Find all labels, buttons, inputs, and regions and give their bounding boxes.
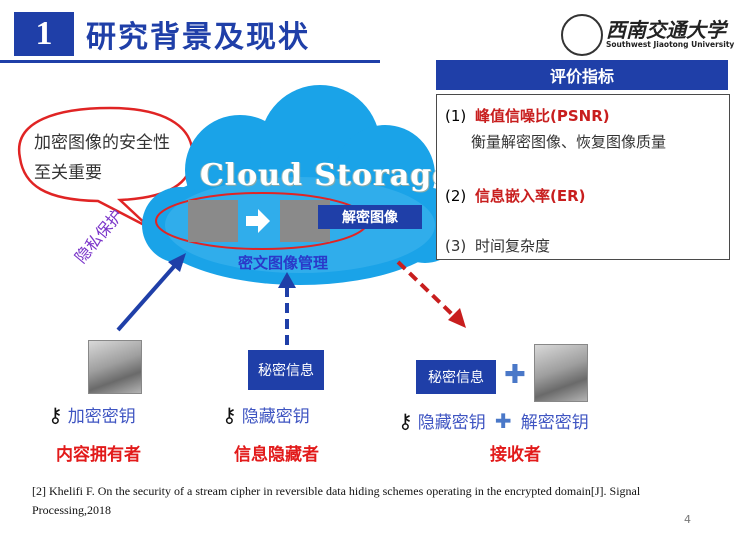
metric-index: (3) [445, 237, 467, 255]
university-logo-subtitle: Southwest Jiaotong University [606, 40, 735, 49]
slide-title: 研究背景及现状 [86, 20, 310, 55]
receiver-secret-info-box: 秘密信息 [416, 360, 496, 394]
metrics-heading: 评价指标 [436, 60, 728, 90]
cipher-image-management-label: 密文图像管理 [238, 254, 329, 272]
hiding-key-label: 隐藏密钥 [241, 407, 310, 427]
role-data-hider: 信息隐藏者 [234, 445, 319, 465]
reference-citation: [2] Khelifi F. On the security of a stre… [32, 484, 641, 517]
header-divider [0, 60, 380, 63]
key-icon: ⚷ [48, 403, 63, 427]
receiver-decryption-key-label: 解密密钥 [520, 413, 589, 433]
key-icon: ⚷ [398, 409, 413, 433]
secret-info-box: 秘密信息 [248, 350, 324, 390]
metric-complexity-label: 时间复杂度 [475, 237, 551, 255]
metric-index: (1) [445, 107, 467, 125]
university-logo-name: 西南交通大学 [606, 18, 726, 42]
role-content-owner: 内容拥有者 [56, 445, 141, 465]
speech-bubble-text: 加密图像的安全性至关重要 [34, 133, 170, 183]
page-number: 4 [684, 513, 691, 526]
role-receiver: 接收者 [490, 445, 541, 465]
encryption-key-label: 加密密钥 [67, 407, 136, 427]
metric-psnr-label: 峰值信噪比(PSNR) [475, 107, 610, 125]
recovered-image-thumbnail [534, 344, 588, 402]
embed-arrow-head [278, 272, 296, 288]
decrypt-image-label: 解密图像 [318, 205, 422, 229]
receiver-hiding-key-label: 隐藏密钥 [417, 413, 486, 433]
hider-key-row: ⚷ 隐藏密钥 [222, 402, 310, 427]
section-number: 1 [14, 12, 74, 56]
metrics-panel: (1) 峰值信噪比(PSNR) 衡量解密图像、恢复图像质量 (2) 信息嵌入率(… [436, 94, 730, 260]
upload-arrow-head [168, 253, 186, 272]
metric-psnr-desc: 衡量解密图像、恢复图像质量 [471, 133, 667, 151]
download-arrow-head [448, 308, 466, 328]
owner-key-row: ⚷ 加密密钥 [48, 402, 136, 427]
metric-er-label: 信息嵌入率(ER) [475, 187, 586, 205]
receiver-keys-row: ⚷ 隐藏密钥 ✚ 解密密钥 [398, 408, 589, 434]
key-icon: ⚷ [222, 403, 237, 427]
arrow-right-icon [246, 209, 270, 233]
encrypted-image [188, 200, 238, 242]
cloud-storage-title: Cloud Storage [200, 158, 453, 193]
metric-index: (2) [445, 187, 467, 205]
original-image-thumbnail [88, 340, 142, 394]
plus-icon: ✚ [504, 360, 526, 390]
plus-icon: ✚ [494, 409, 512, 433]
university-seal-icon [561, 14, 603, 56]
